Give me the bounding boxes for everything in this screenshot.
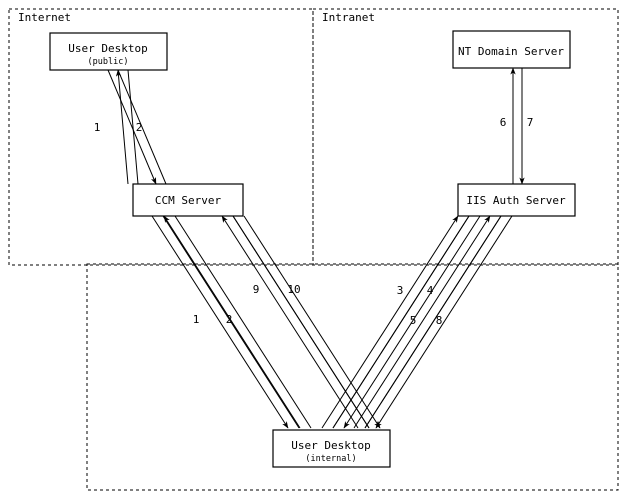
node-subtitle-user-desktop-public: (public) bbox=[88, 57, 129, 67]
zone-label-internet: Internet bbox=[18, 11, 71, 24]
flow-arrow-step-1-internal bbox=[151, 215, 289, 429]
flow-line-step-2-internal-edge bbox=[174, 215, 312, 429]
node-subtitle-user-desktop-internal: (internal) bbox=[305, 454, 356, 464]
node-user-desktop-public[interactable]: User Desktop (public) bbox=[49, 32, 168, 71]
flow-line-step-10-edge bbox=[232, 215, 370, 429]
node-title-iis-auth-server: IIS Auth Server bbox=[466, 194, 566, 207]
flow-group-internal-iis-34 bbox=[321, 215, 481, 429]
step-label-10: 10 bbox=[287, 283, 300, 296]
node-ccm-server[interactable]: CCM Server bbox=[132, 183, 244, 217]
flow-arrow-step-2-public bbox=[115, 69, 129, 185]
node-box-ccm-server[interactable] bbox=[132, 183, 244, 217]
step-label-9: 9 bbox=[253, 283, 260, 296]
step-label-4: 4 bbox=[427, 284, 434, 297]
flow-arrow-step-2-internal bbox=[163, 215, 301, 429]
zone-boundary-internet bbox=[8, 8, 314, 266]
node-iis-auth-server[interactable]: IIS Auth Server bbox=[457, 183, 576, 217]
flow-arrow-step-8 bbox=[375, 215, 513, 429]
step-label-3: 3 bbox=[397, 284, 404, 297]
step-label-1-public: 1 bbox=[94, 121, 101, 134]
step-label-8: 8 bbox=[436, 314, 443, 327]
node-title-user-desktop-public: User Desktop bbox=[68, 42, 147, 55]
flow-line-step-4-edge bbox=[332, 215, 470, 429]
flow-group-nt-iis bbox=[510, 67, 525, 185]
flow-arrow-step-3 bbox=[321, 215, 459, 429]
step-label-2-public: 2 bbox=[136, 121, 143, 134]
zone-boundary-intranet bbox=[312, 8, 619, 266]
flow-group-ccm-internal-12 bbox=[151, 215, 312, 429]
node-box-user-desktop-internal[interactable] bbox=[272, 429, 391, 468]
flow-arrow-step-1-public bbox=[107, 69, 157, 185]
step-label-2-internal: 2 bbox=[226, 313, 233, 326]
flow-arrow-step-5 bbox=[353, 215, 491, 429]
flow-line-step-1-internal-edge bbox=[162, 215, 300, 429]
zone-label-intranet: Intranet bbox=[322, 11, 375, 24]
node-box-nt-domain-server[interactable] bbox=[452, 30, 571, 69]
step-label-1-internal: 1 bbox=[193, 313, 200, 326]
step-label-6: 6 bbox=[500, 116, 507, 129]
flow-line-step-1-public-edge bbox=[117, 69, 167, 185]
flow-arrow-step-9 bbox=[221, 215, 359, 429]
node-box-user-desktop-public[interactable] bbox=[49, 32, 168, 71]
flow-line-step-8-edge bbox=[364, 215, 502, 429]
node-title-nt-domain-server: NT Domain Server bbox=[458, 45, 564, 58]
flow-line-step-2-public-edge bbox=[127, 69, 139, 185]
flow-group-public-ccm bbox=[107, 69, 167, 185]
node-nt-domain-server[interactable]: NT Domain Server bbox=[452, 30, 571, 69]
zone-boundary-internal bbox=[86, 263, 619, 491]
node-title-user-desktop-internal: User Desktop bbox=[291, 439, 370, 452]
flow-arrow-step-4 bbox=[343, 215, 481, 429]
node-box-iis-auth-server[interactable] bbox=[457, 183, 576, 217]
node-user-desktop-internal[interactable]: User Desktop (internal) bbox=[272, 429, 391, 468]
step-label-5: 5 bbox=[410, 314, 417, 327]
flow-group-ccm-internal-910 bbox=[221, 215, 381, 429]
flow-arrow-step-10 bbox=[243, 215, 381, 429]
node-title-ccm-server: CCM Server bbox=[155, 194, 222, 207]
step-label-7: 7 bbox=[527, 116, 534, 129]
flow-group-internal-iis-58 bbox=[353, 215, 513, 429]
